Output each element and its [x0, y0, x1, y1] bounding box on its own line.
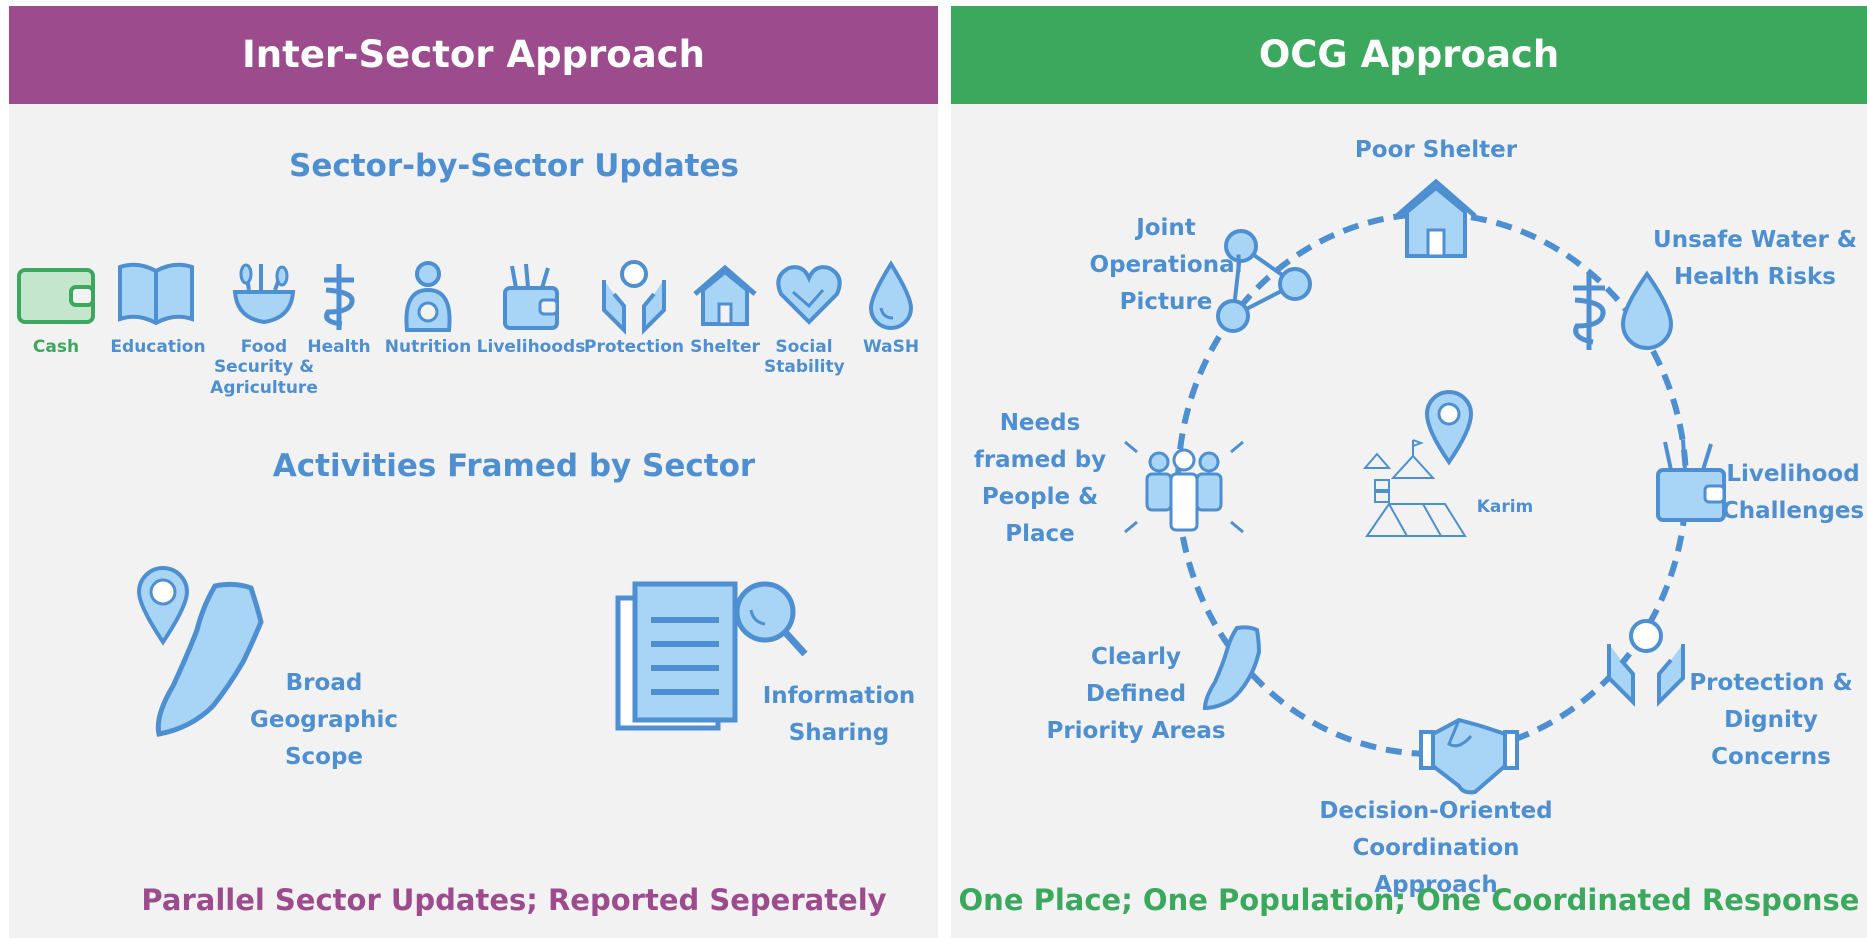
node-priority-areas: Clearly Defined Priority Areas	[1046, 644, 1226, 744]
sector-label-livelihoods: Livelihoods	[476, 337, 586, 357]
sector-updates-heading: Sector-by-Sector Updates	[289, 148, 739, 184]
inter-sector-header: Inter-Sector Approach	[9, 6, 938, 104]
node-livelihood: Livelihood Challenges	[1721, 461, 1865, 524]
food-bowl-icon	[232, 263, 296, 325]
shelter-house-icon	[693, 264, 757, 326]
water-drop-icon	[868, 260, 914, 330]
node-protection: Protection & Dignity Concerns	[1689, 670, 1853, 770]
people-group-icon	[1124, 440, 1244, 534]
center-label-karim: Karim	[1476, 497, 1534, 517]
health-caduceus-icon	[324, 264, 355, 330]
sector-label-nutrition: Nutrition	[384, 337, 472, 357]
node-decision-oriented: Decision-Oriented Coordination Approach	[1319, 798, 1553, 898]
livelihood-wallet-icon	[1656, 439, 1726, 522]
inter-sector-panel: Inter-Sector Approach Sector-by-Sector U…	[9, 6, 938, 938]
sector-label-wash: WaSH	[862, 337, 920, 357]
protection-hands-icon	[1607, 619, 1685, 707]
sector-label-health: Health	[307, 337, 371, 357]
sector-label-social-stability: Social Stability	[764, 337, 845, 378]
node-needs-framed: Needs framed by People & Place	[973, 410, 1107, 547]
water-health-icon	[1573, 270, 1674, 350]
information-sharing-label: Information Sharing	[762, 683, 916, 746]
sector-label-protection: Protection	[584, 337, 684, 357]
sector-label-food-security: Food Security & Agriculture	[210, 337, 318, 398]
handshake-heart-icon	[776, 265, 842, 325]
protection-hands-icon	[602, 260, 666, 335]
right-footer: One Place; One Population; One Coordinat…	[958, 883, 1860, 917]
left-footer: Parallel Sector Updates; Reported Sepera…	[141, 883, 887, 917]
lebanon-map-icon	[1202, 625, 1262, 711]
poor-shelter-house-icon	[1395, 178, 1477, 258]
network-nodes-icon	[1216, 229, 1312, 333]
node-joint-operational: Joint Operational Picture	[1089, 215, 1243, 315]
ocg-panel: OCG Approach Karim Poor Shelter Unsa	[951, 6, 1867, 938]
node-unsafe-water: Unsafe Water & Health Risks	[1653, 227, 1857, 290]
book-icon	[118, 262, 194, 326]
activities-heading: Activities Framed by Sector	[272, 448, 756, 484]
wallet-icon	[17, 268, 95, 324]
nutrition-mother-icon	[404, 261, 452, 332]
sector-label-education: Education	[110, 337, 206, 357]
documents-search-icon	[615, 581, 808, 731]
broad-geographic-scope-label: Broad Geographic Scope	[250, 670, 398, 770]
node-poor-shelter: Poor Shelter	[1354, 137, 1518, 163]
sector-label-shelter: Shelter	[690, 337, 760, 357]
ocg-header: OCG Approach	[951, 6, 1867, 104]
lebanon-map-pin-icon	[136, 565, 264, 737]
handshake-icon	[1419, 717, 1519, 795]
camp-location-icon	[1362, 389, 1474, 537]
sector-label-cash: Cash	[32, 337, 80, 357]
livelihoods-wallet-icon	[503, 263, 559, 330]
